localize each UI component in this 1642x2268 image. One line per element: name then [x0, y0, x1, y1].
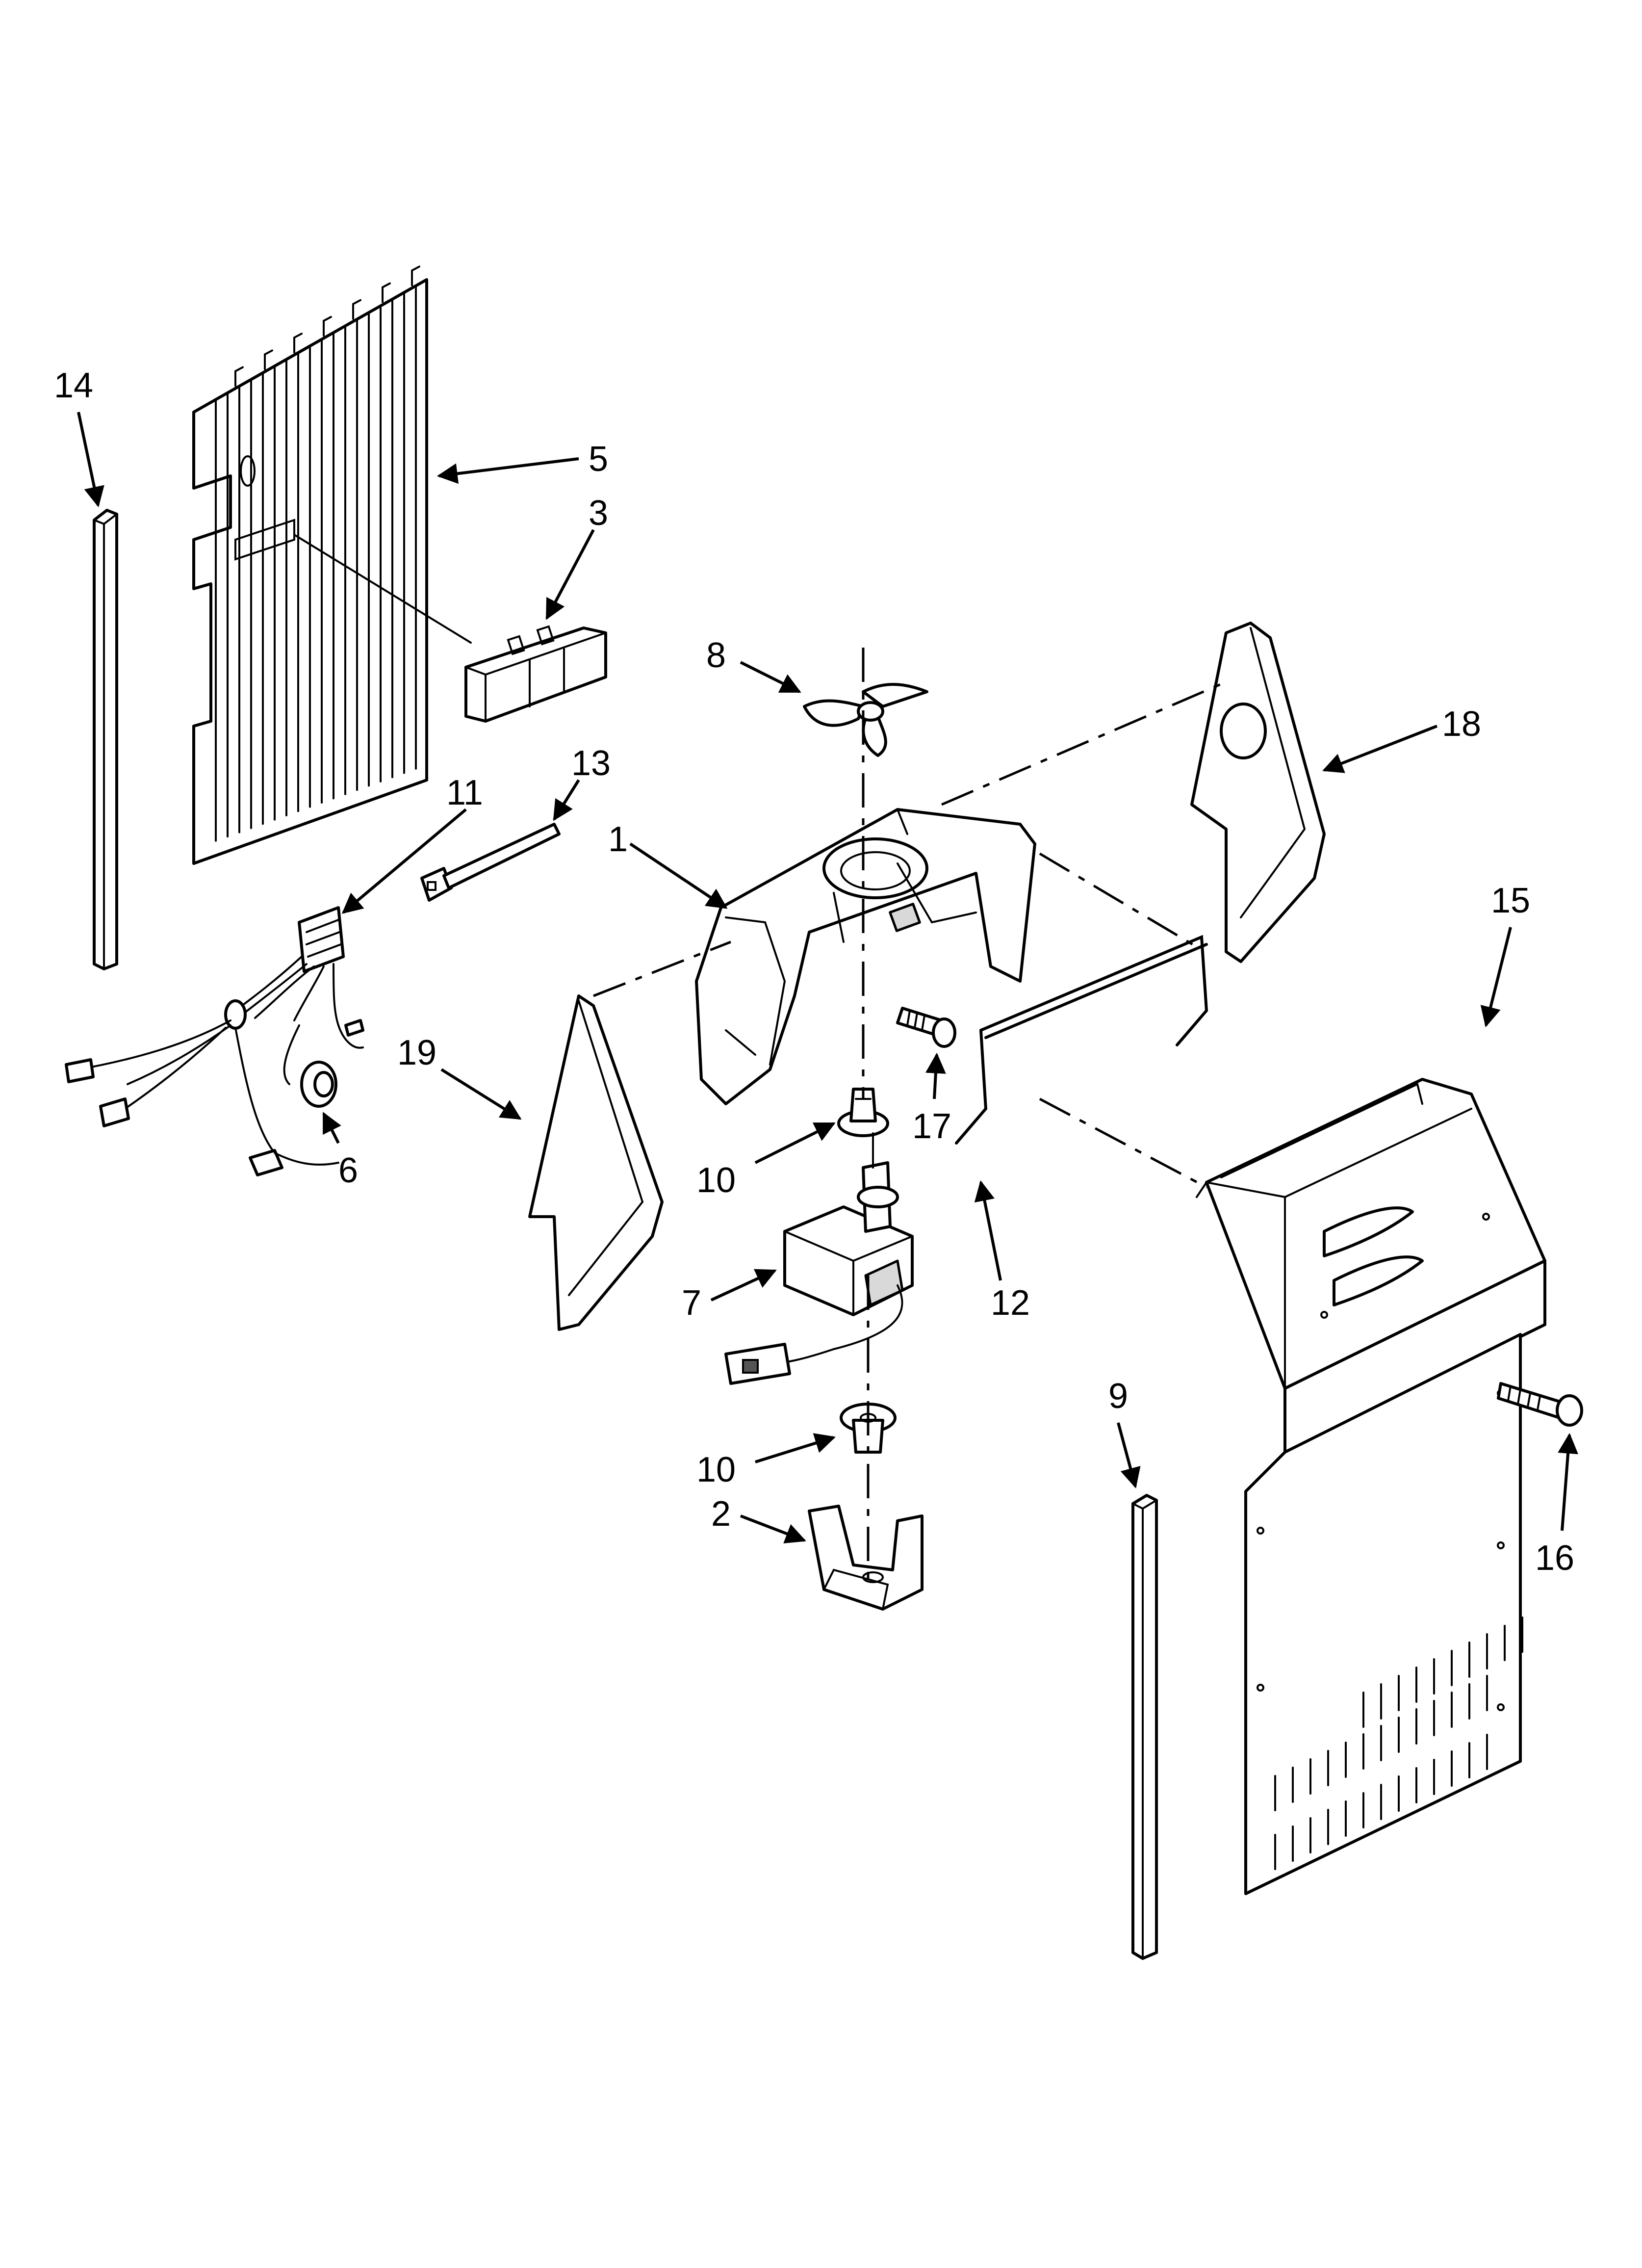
callout-14: 14 [54, 366, 93, 405]
part-9-strip [1131, 1494, 1158, 1960]
part-13-cable-tie [420, 823, 561, 902]
callout-labels: 14 5 3 8 18 13 11 1 15 19 6 17 10 12 7 9… [54, 366, 1574, 1578]
part-15-back-panel [1196, 1078, 1546, 1895]
callout-11: 11 [446, 773, 483, 812]
grille-tab [411, 265, 420, 287]
callout-7: 7 [682, 1283, 701, 1323]
part-2-motor-bracket [808, 1505, 924, 1611]
callout-8: 8 [706, 636, 726, 675]
callout-12: 12 [991, 1283, 1030, 1323]
part-18-right-duct [1190, 622, 1326, 963]
callout-10-upper: 10 [696, 1161, 736, 1200]
part-1-fan-shroud [695, 808, 1036, 1105]
callout-13: 13 [571, 744, 611, 783]
callout-6: 6 [338, 1151, 358, 1190]
grille-tab [382, 282, 391, 303]
callout-16: 16 [1535, 1538, 1574, 1578]
vent-slots [1274, 1616, 1523, 1870]
grille-tab [234, 366, 244, 387]
grille-tab [352, 299, 361, 320]
part-12-wire-spring [955, 935, 1208, 1145]
assembly-lines [593, 648, 1227, 1585]
grille-tab [264, 349, 273, 370]
part-10-upper-grommet [837, 1088, 889, 1137]
part-19-left-duct [528, 994, 664, 1331]
callout-10-lower: 10 [696, 1450, 736, 1489]
part-17-screw [896, 1007, 956, 1048]
callout-2: 2 [711, 1494, 731, 1534]
part-3-bracket [293, 534, 607, 723]
leader-arrows [77, 412, 1579, 1544]
callout-17: 17 [912, 1107, 951, 1146]
part-14-strip [93, 509, 118, 970]
part-11-wire-harness [65, 906, 364, 1176]
grille-tab [293, 333, 303, 354]
part-7-fan-motor [724, 1132, 914, 1385]
callout-15: 15 [1491, 881, 1530, 920]
callout-18: 18 [1442, 704, 1481, 744]
callout-1: 1 [608, 820, 628, 859]
part-8-fan-blade [803, 683, 928, 757]
callout-5: 5 [589, 440, 608, 479]
grille-tab [323, 315, 332, 337]
part-6-grommet [300, 1061, 337, 1108]
callout-9: 9 [1108, 1377, 1128, 1416]
callout-3: 3 [589, 494, 608, 533]
part-5-grille-panel [192, 265, 428, 865]
part-16-screw [1497, 1382, 1583, 1427]
grille-bars [215, 265, 420, 842]
callout-19: 19 [397, 1033, 436, 1072]
